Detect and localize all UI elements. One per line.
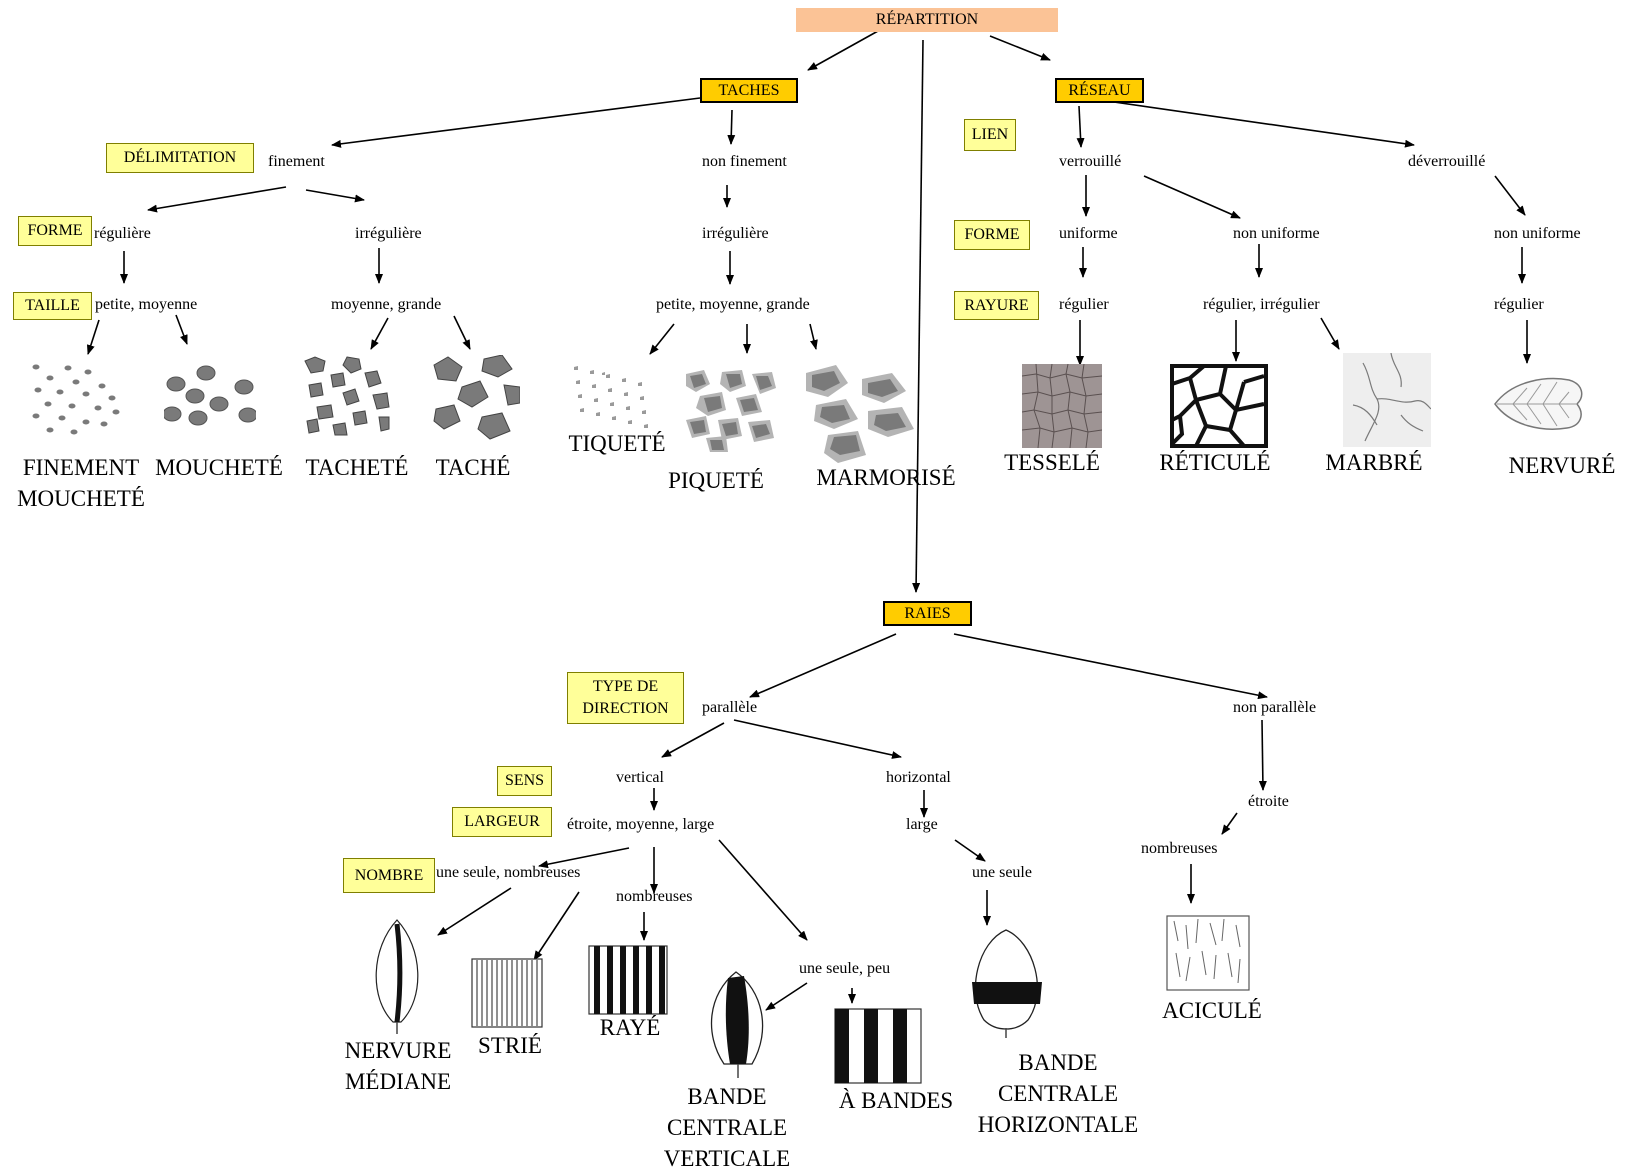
label-parallele: parallèle xyxy=(702,699,758,716)
criterion-forme-taches: FORME xyxy=(18,216,92,246)
label-petite-moyenne: petite, moyenne xyxy=(95,296,198,313)
acicule-illustration xyxy=(1166,915,1250,991)
label-horizontal: horizontal xyxy=(886,769,951,786)
label-irreguliere: irrégulière xyxy=(355,225,422,242)
label-uniforme: uniforme xyxy=(1059,225,1118,242)
criterion-taille: TAILLE xyxy=(13,292,92,320)
outcome-reticule: RÉTICULÉ xyxy=(1159,450,1271,475)
piquete-illustration xyxy=(686,370,776,452)
criterion-sens: SENS xyxy=(497,766,552,796)
outcome-acicule: ACICULÉ xyxy=(1162,998,1262,1023)
outcome-tache: TACHÉ xyxy=(435,455,511,480)
bande-centrale-horizontale-illustration xyxy=(972,929,1042,1038)
outcome-mouchete: MOUCHETÉ xyxy=(155,455,283,480)
tiquete-illustration xyxy=(574,366,648,428)
outcome-tessele: TESSELÉ xyxy=(1004,450,1100,475)
finement-mouchete-illustration xyxy=(32,364,120,435)
label-regulier-2: régulier xyxy=(1494,296,1544,313)
label-non-parallele: non parallèle xyxy=(1233,699,1317,716)
tessele-illustration xyxy=(1022,364,1102,448)
label-irreguliere-2: irrégulière xyxy=(702,225,769,242)
outcome-marmorise: MARMORISÉ xyxy=(816,465,956,490)
outcome-bande-centrale-horizontale: BANDE CENTRALE HORIZONTALE xyxy=(977,1050,1139,1137)
label-non-uniforme: non uniforme xyxy=(1233,225,1320,242)
label-regulier: régulier xyxy=(1059,296,1109,313)
criterion-forme-reseau: FORME xyxy=(954,220,1030,250)
label-une-seule: une seule xyxy=(972,864,1032,881)
label-une-seule-nombreuses: une seule, nombreuses xyxy=(436,864,581,881)
label-non-uniforme-2: non uniforme xyxy=(1494,225,1581,242)
outcome-tiquete: TIQUETÉ xyxy=(568,431,666,456)
criterion-nombre: NOMBRE xyxy=(343,858,435,893)
outcome-nervure: NERVURÉ xyxy=(1508,453,1616,478)
outcome-piquete: PIQUETÉ xyxy=(668,468,764,493)
label-finement: finement xyxy=(268,153,325,170)
nervure-mediane-illustration xyxy=(375,919,419,1034)
label-reguliere: régulière xyxy=(94,225,151,242)
outcome-tachete: TACHETÉ xyxy=(305,455,409,480)
bande-centrale-verticale-illustration xyxy=(710,971,764,1078)
label-moyenne-grande: moyenne, grande xyxy=(331,296,442,313)
outcome-raye: RAYÉ xyxy=(599,1015,661,1040)
label-vertical: vertical xyxy=(616,769,664,786)
outcome-finement-mouchete: FINEMENT MOUCHETÉ xyxy=(17,455,145,511)
label-etroite: étroite xyxy=(1248,793,1289,810)
tachete-illustration xyxy=(304,356,390,436)
criterion-largeur: LARGEUR xyxy=(452,807,552,837)
label-deverrouille: déverrouillé xyxy=(1408,153,1486,170)
criterion-type-direction: TYPE DE DIRECTION xyxy=(567,672,684,724)
tache-illustration xyxy=(433,355,520,440)
criterion-rayure: RAYURE xyxy=(954,291,1039,320)
label-petite-moyenne-grande: petite, moyenne, grande xyxy=(656,296,810,313)
label-une-seule-peu: une seule, peu xyxy=(799,960,891,977)
strie-illustration xyxy=(471,958,543,1028)
label-etroite-moyenne-large: étroite, moyenne, large xyxy=(567,816,715,833)
root-node: RÉPARTITION xyxy=(796,8,1058,32)
category-reseau: RÉSEAU xyxy=(1055,78,1144,103)
label-verrouille: verrouillé xyxy=(1059,153,1122,170)
marmorise-illustration xyxy=(806,365,914,463)
a-bandes-illustration xyxy=(834,1008,922,1084)
criterion-delimitation: DÉLIMITATION xyxy=(106,143,254,173)
label-nombreuses: nombreuses xyxy=(616,888,693,905)
category-raies: RAIES xyxy=(883,601,972,626)
nervure-illustration xyxy=(1494,377,1583,430)
label-regulier-irregulier: régulier, irrégulier xyxy=(1203,296,1320,313)
category-taches: TACHES xyxy=(700,78,798,103)
reticule-illustration xyxy=(1170,364,1268,448)
criterion-lien: LIEN xyxy=(964,119,1016,151)
raye-illustration xyxy=(588,945,668,1015)
label-nombreuses-2: nombreuses xyxy=(1141,840,1218,857)
outcome-strie: STRIÉ xyxy=(478,1033,542,1058)
outcome-bande-centrale-verticale: BANDE CENTRALE VERTICALE xyxy=(663,1084,791,1167)
outcome-a-bandes: À BANDES xyxy=(838,1088,954,1113)
label-non-finement: non finement xyxy=(702,153,787,170)
outcome-marbre: MARBRÉ xyxy=(1325,450,1423,475)
mouchete-illustration xyxy=(164,365,256,426)
outcome-nervure-mediane: NERVURE MÉDIANE xyxy=(344,1038,452,1094)
label-large: large xyxy=(906,816,938,833)
marbre-illustration xyxy=(1343,353,1431,447)
